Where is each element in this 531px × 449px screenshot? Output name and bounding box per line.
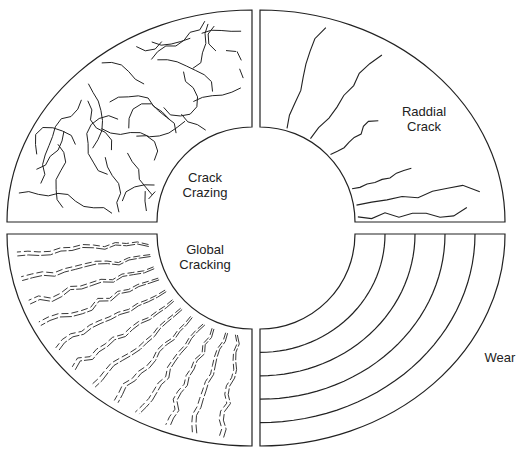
wear-ring: [260, 234, 385, 352]
wear-ring: [260, 234, 415, 376]
damage-label: Wear: [484, 351, 517, 366]
global-crack: [219, 335, 237, 437]
global-crack: [72, 300, 172, 367]
global-crack: [58, 292, 166, 351]
craze-crack: [202, 30, 241, 33]
craze-crack: [129, 104, 176, 133]
craze-crack: [240, 69, 244, 78]
label-text: Raddial Crack: [395, 105, 453, 135]
disc-quadrant: [7, 10, 252, 222]
global-crack: [192, 333, 226, 433]
craze-crack: [36, 128, 76, 155]
global-crack: [139, 325, 205, 414]
radial-crack: [357, 185, 480, 205]
craze-crack: [151, 21, 204, 59]
craze-crack: [88, 101, 112, 150]
global-crack: [170, 329, 214, 426]
radial-crack: [310, 55, 381, 139]
craze-crack: [226, 50, 236, 52]
disc-quadrant: [260, 234, 505, 446]
label-text: Wear: [484, 351, 517, 366]
global-crack: [75, 301, 174, 370]
craze-crack: [181, 114, 205, 130]
craze-crack: [136, 42, 161, 51]
global-crack: [92, 308, 181, 384]
global-crack: [22, 257, 150, 281]
radial-crack: [287, 28, 326, 129]
global-crack: [21, 255, 150, 277]
wear-ring: [260, 234, 475, 423]
craze-crack: [56, 144, 66, 207]
craze-crack: [157, 60, 212, 92]
disc-quadrant: [260, 10, 505, 222]
craze-crack: [36, 131, 64, 169]
craze-crack: [193, 88, 241, 102]
craze-crack: [87, 116, 118, 175]
craze-crack: [136, 136, 157, 161]
craze-crack: [145, 191, 146, 211]
global-crack: [41, 280, 159, 326]
craze-crack: [19, 192, 112, 214]
global-crack: [135, 324, 203, 412]
wear-ring: [260, 234, 445, 399]
global-crack: [56, 290, 165, 348]
label-text: Crack Crazing: [176, 171, 234, 201]
radial-crack: [352, 168, 411, 188]
craze-crack: [122, 185, 154, 201]
craze-crack: [164, 72, 198, 116]
damage-label: Raddial Crack: [395, 105, 453, 135]
global-crack: [39, 278, 158, 322]
craze-crack: [149, 192, 156, 199]
craze-crack: [208, 26, 216, 51]
disc-quadrant: [7, 234, 252, 446]
craze-crack: [152, 38, 191, 45]
global-crack: [223, 335, 239, 437]
craze-crack: [237, 51, 241, 60]
global-crack: [196, 333, 228, 433]
craze-crack: [88, 84, 102, 148]
craze-crack: [102, 121, 185, 137]
damage-label: Crack Crazing: [176, 171, 234, 201]
global-crack: [30, 269, 154, 304]
damage-label: Global Cracking: [176, 243, 234, 273]
craze-crack: [102, 62, 144, 84]
craze-crack: [127, 153, 152, 195]
label-text: Global Cracking: [176, 243, 234, 273]
global-crack: [17, 242, 149, 252]
radial-crack: [358, 207, 467, 218]
radial-crack: [330, 121, 378, 155]
global-crack: [17, 244, 148, 256]
craze-crack: [105, 157, 120, 212]
craze-crack: [110, 96, 169, 119]
